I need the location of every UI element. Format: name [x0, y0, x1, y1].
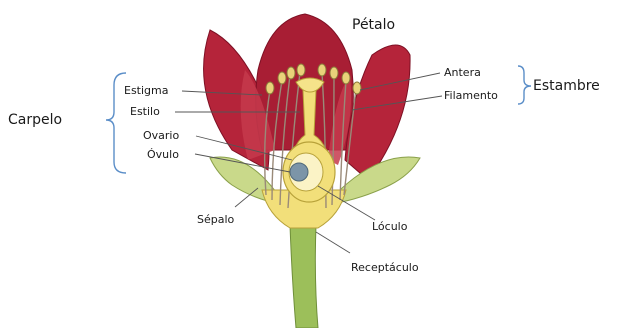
label-petalo: Pétalo: [352, 18, 395, 32]
ovule: [290, 163, 308, 181]
label-receptaculo: Receptáculo: [351, 262, 419, 273]
stem: [290, 225, 318, 328]
label-sepalo: Sépalo: [197, 214, 234, 225]
estambre-bracket: [518, 66, 531, 104]
carpelo-bracket: [106, 73, 126, 173]
label-estigma: Estigma: [124, 85, 169, 96]
label-loculo: Lóculo: [372, 221, 407, 232]
label-filamento: Filamento: [444, 90, 498, 101]
label-ovulo: Óvulo: [147, 149, 179, 160]
label-antera: Antera: [444, 67, 481, 78]
label-carpelo: Carpelo: [8, 113, 62, 127]
label-estambre: Estambre: [533, 79, 600, 93]
label-ovario: Ovario: [143, 130, 179, 141]
label-estilo: Estilo: [130, 106, 160, 117]
